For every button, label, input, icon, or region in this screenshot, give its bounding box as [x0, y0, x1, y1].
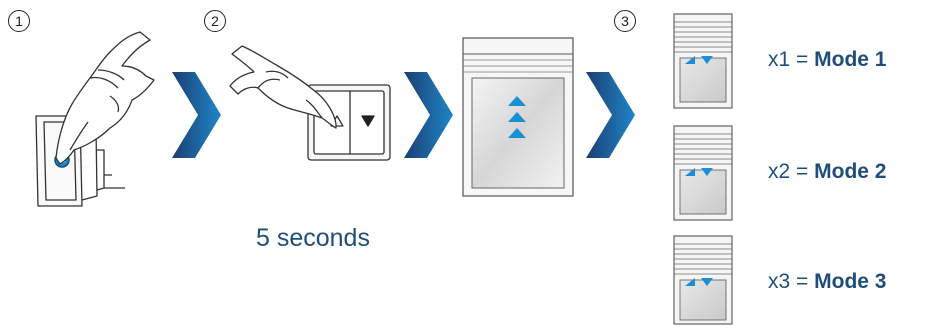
- mode-name: Mode 1: [814, 48, 886, 71]
- mode-name: Mode 3: [814, 270, 886, 293]
- equals-sign: =: [796, 160, 808, 183]
- equals-sign: =: [796, 48, 808, 71]
- step-number-2: 2: [204, 10, 226, 32]
- mode-label-3: x3 = Mode 3: [768, 270, 886, 294]
- step-number-3: 3: [614, 10, 636, 32]
- blind-mode-icon: [674, 126, 732, 220]
- blind-up-icon: [463, 38, 573, 196]
- hand-pressing-button-icon: [36, 32, 154, 206]
- duration-caption: 5 seconds: [256, 224, 370, 253]
- hand-pressing-switch-icon: [230, 46, 390, 160]
- equals-sign: =: [796, 270, 808, 293]
- chevron-arrow-icon: [586, 72, 635, 158]
- press-count: x3: [768, 270, 790, 293]
- chevron-arrow-icon: [172, 72, 221, 158]
- chevron-arrow-icon: [404, 72, 453, 158]
- step-number-1: 1: [8, 10, 30, 32]
- mode-name: Mode 2: [814, 160, 886, 183]
- blind-mode-icon: [674, 236, 732, 324]
- press-count: x1: [768, 48, 790, 71]
- blind-mode-icon: [674, 14, 732, 108]
- mode-label-2: x2 = Mode 2: [768, 160, 886, 184]
- press-count: x2: [768, 160, 790, 183]
- mode-label-1: x1 = Mode 1: [768, 48, 886, 72]
